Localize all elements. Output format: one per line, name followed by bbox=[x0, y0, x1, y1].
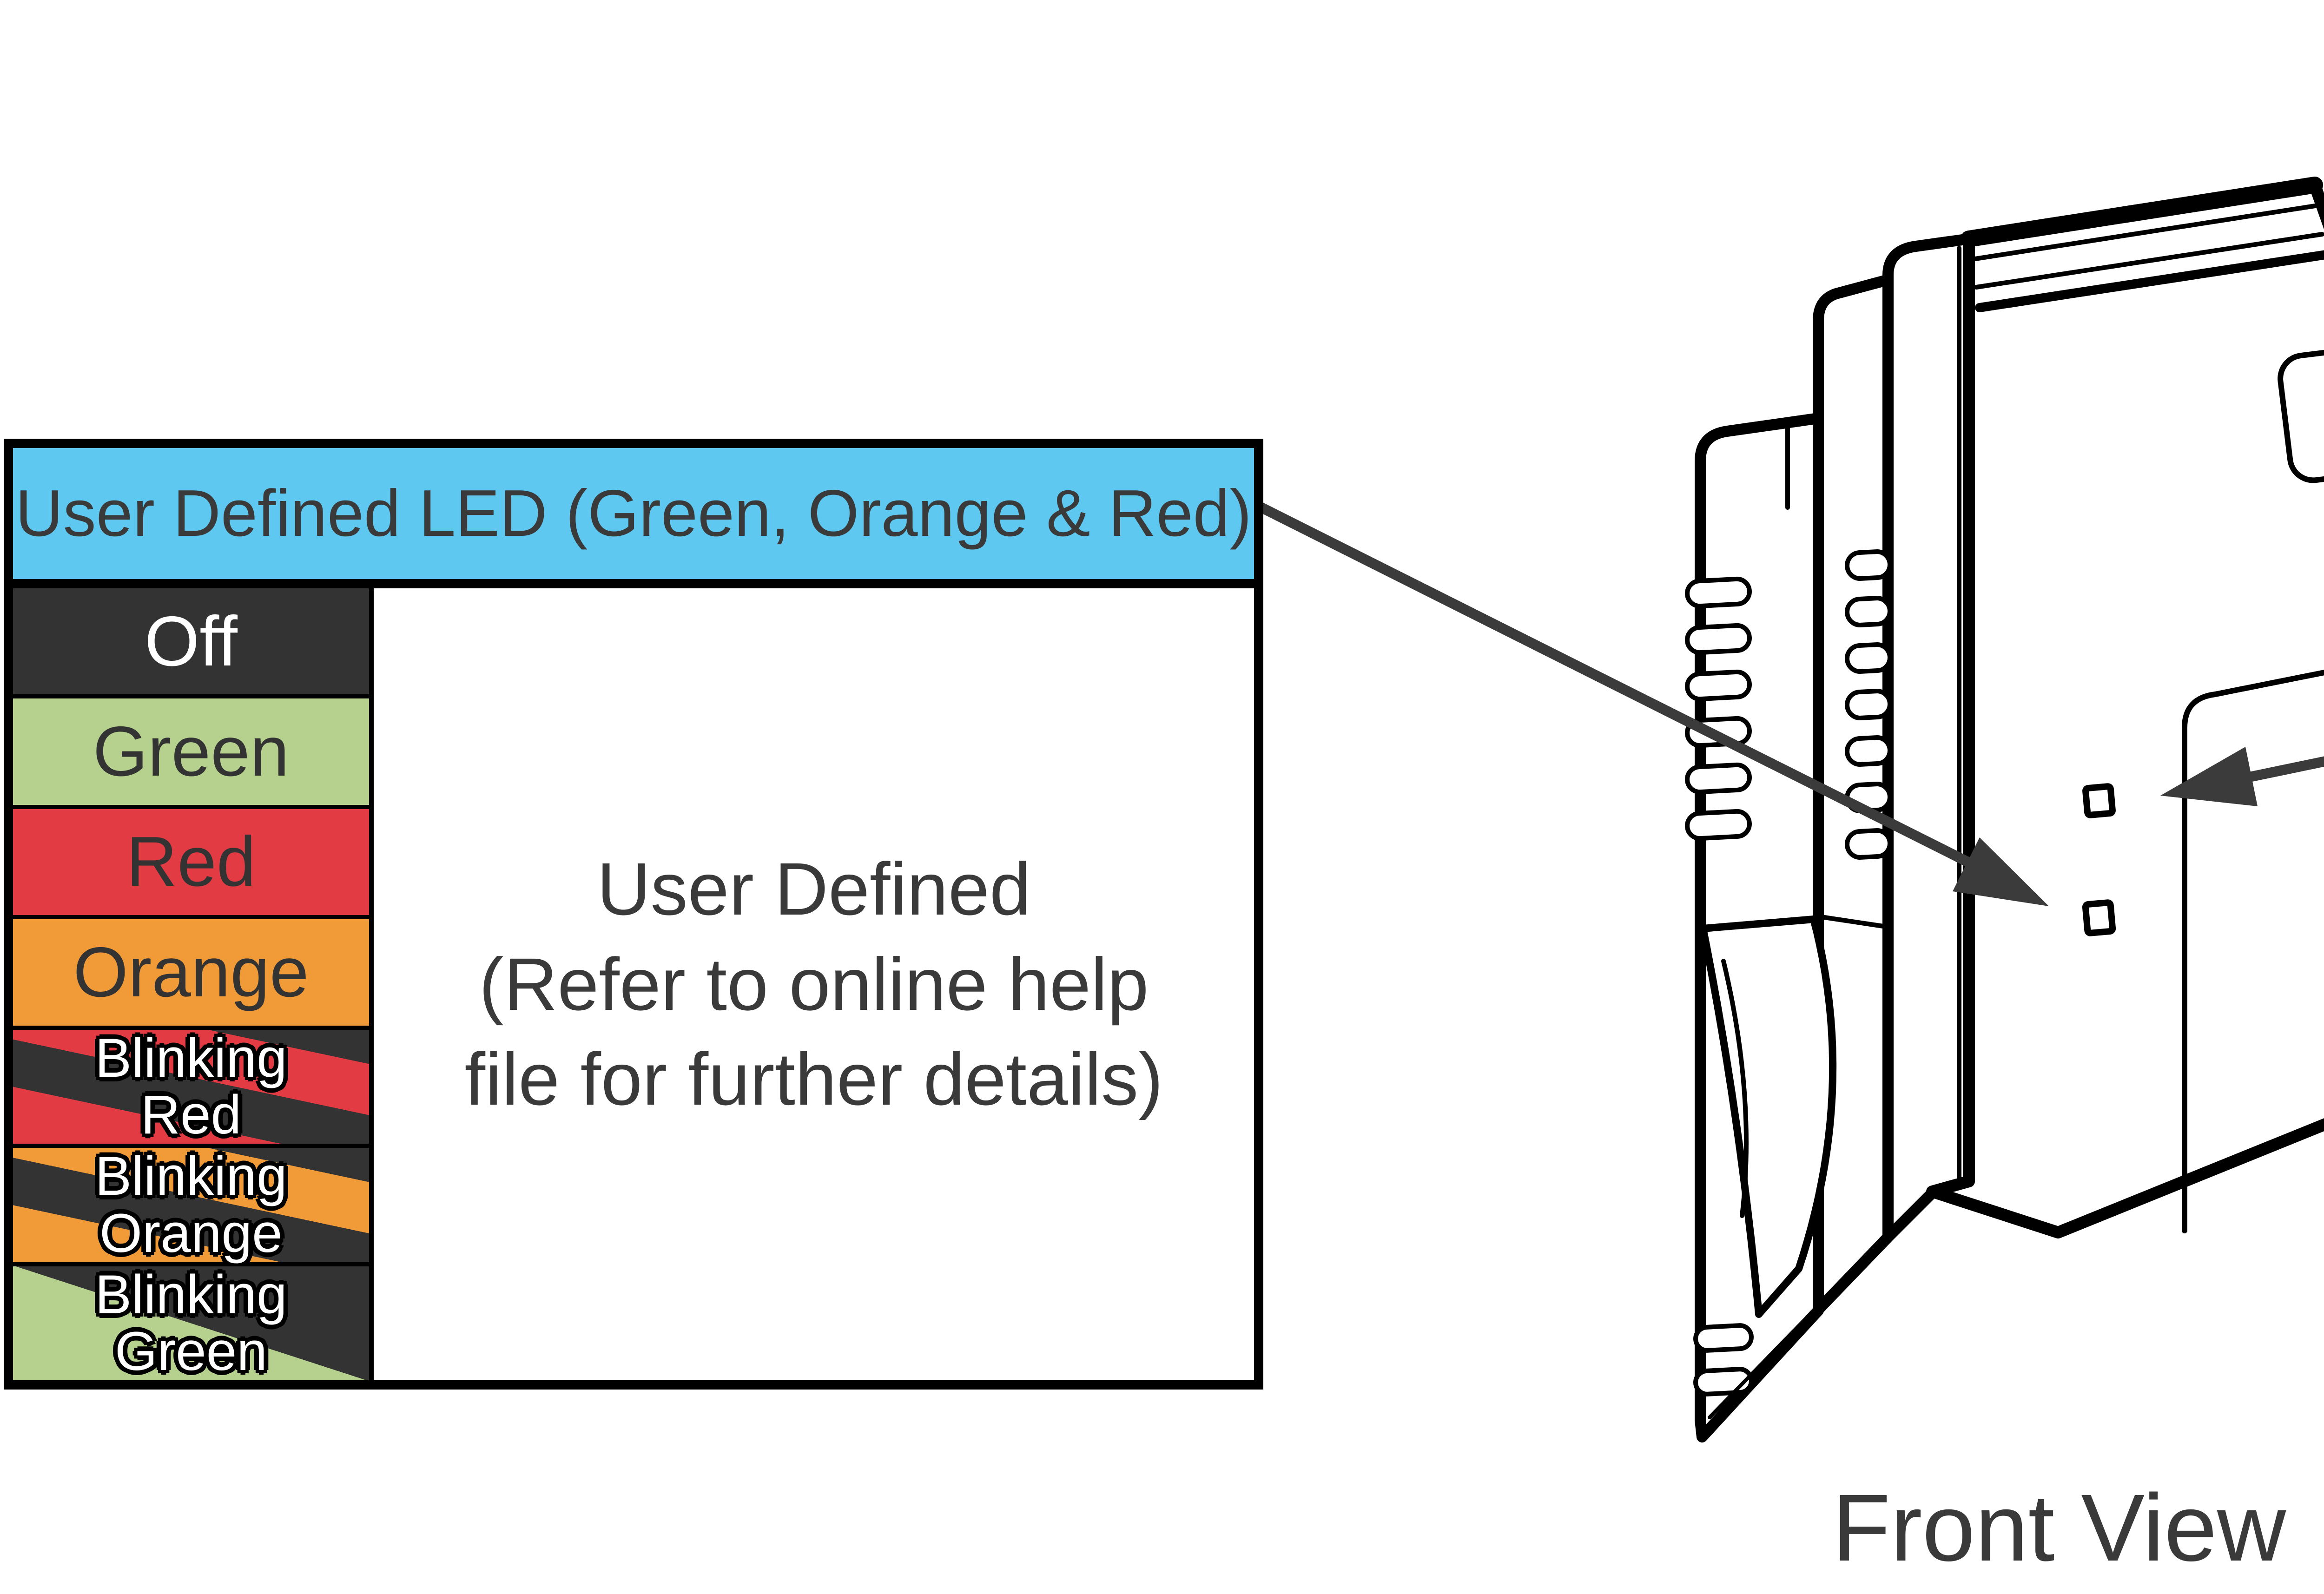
user-led-description-line: User Defined bbox=[597, 847, 1031, 930]
top-bevel-line-2 bbox=[1974, 232, 2324, 290]
user-defined-led-square bbox=[2082, 899, 2116, 936]
user-led-table: User Defined LED (Green, Orange & Red) O… bbox=[4, 439, 1263, 1390]
led-state-label: Blinking bbox=[95, 1146, 287, 1207]
led-state-label: Green bbox=[92, 712, 290, 791]
led-state-label: Off bbox=[145, 601, 238, 681]
led-state-label: Blinking bbox=[95, 1264, 287, 1325]
annotation-arrows bbox=[1253, 500, 2324, 906]
bottom-fold-line bbox=[1708, 1311, 1814, 1419]
top-bevel-line-3 bbox=[1975, 250, 2324, 312]
front-panel bbox=[1926, 179, 2324, 1238]
power-led-square bbox=[2082, 783, 2116, 818]
recess bbox=[2278, 345, 2324, 483]
user-led-description-line: (Refer to online help bbox=[479, 942, 1149, 1026]
front-view-caption: Front View bbox=[1832, 1475, 2286, 1581]
user-led-description-line: file for further details) bbox=[464, 1037, 1163, 1121]
led-state-label: Red bbox=[126, 822, 256, 902]
vent-slots-middle bbox=[1845, 549, 1892, 860]
top-bevel-line-1 bbox=[1970, 203, 2320, 262]
power-led-arrowhead-icon bbox=[2160, 747, 2258, 806]
led-state-label: Blinking bbox=[95, 1027, 287, 1089]
user-led-arrowhead-icon bbox=[1953, 837, 2049, 906]
led-state-label: Red bbox=[140, 1084, 242, 1146]
user-led-row-orange: Orange bbox=[13, 919, 369, 1030]
din-clip-inner-line bbox=[1721, 959, 1749, 1218]
user-led-row-off: Off bbox=[13, 588, 369, 699]
user-led-row-green: Green bbox=[13, 698, 369, 809]
led-state-label: Orange bbox=[99, 1202, 283, 1264]
led-state-label: Orange bbox=[73, 932, 309, 1012]
user-led-description: User Defined (Refer to online help file … bbox=[369, 588, 1254, 1380]
user-led-table-title: User Defined LED (Green, Orange & Red) bbox=[4, 439, 1263, 588]
user-led-row-red: Red bbox=[13, 809, 369, 920]
user-led-arrow-line bbox=[1253, 500, 1987, 875]
mid-slab-step-line bbox=[1816, 914, 1888, 929]
led-state-label: Green bbox=[115, 1321, 267, 1383]
front-slab bbox=[1882, 233, 1974, 1243]
top-edge bbox=[1961, 177, 2323, 247]
inner-panel-line bbox=[2182, 670, 2324, 1233]
